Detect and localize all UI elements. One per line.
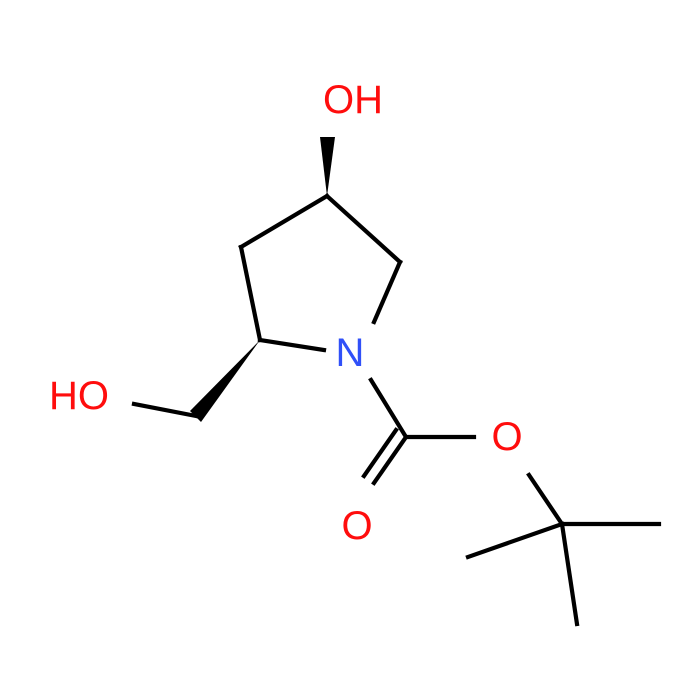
bond-n-c2 — [257, 337, 327, 353]
atom-label-n: N — [336, 331, 365, 375]
atom-label-carbonyl-o: O — [341, 504, 372, 548]
bond-c4-c5 — [324, 193, 403, 265]
bond-carbonyl-double-a — [371, 434, 409, 486]
bond-tbu-methyl-left — [465, 521, 565, 560]
atom-label-oh-top: OH — [323, 78, 383, 122]
wedge-bond-c2-ch2 — [190, 340, 260, 422]
bond-ch2-o — [131, 401, 199, 419]
bond-carbonyl-double-b — [361, 427, 399, 479]
atom-label-ho-left: HO — [49, 374, 109, 418]
bond-c3-c4 — [238, 193, 330, 250]
bond-n-carbonyl-c — [368, 377, 409, 440]
wedge-bond-c4-oh — [320, 137, 335, 196]
atom-label-ester-o: O — [491, 415, 522, 459]
bond-c2-c3 — [238, 244, 263, 343]
bond-c5-n — [371, 259, 403, 325]
bond-tbu-methyl-down — [559, 521, 580, 627]
bond-o-quaternary-c — [526, 472, 565, 527]
